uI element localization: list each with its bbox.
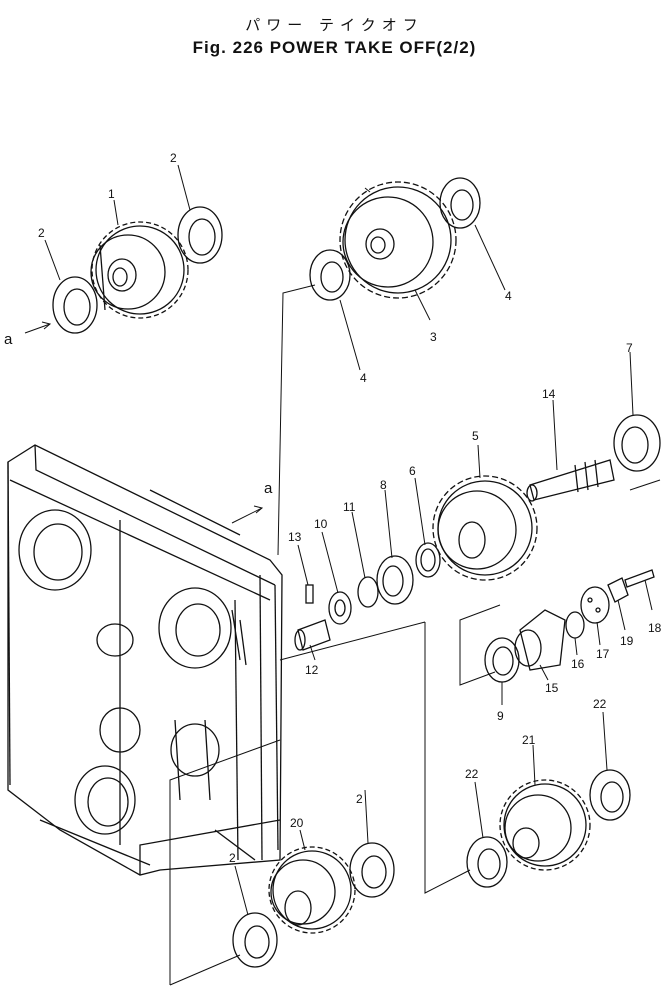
washer-part-11 — [357, 576, 379, 608]
callout-2-bottom-left: 2 — [229, 851, 236, 865]
callout-14: 14 — [542, 387, 556, 401]
bearing-part-8 — [376, 555, 414, 605]
callout-2-top: 2 — [170, 151, 177, 165]
callout-12: 12 — [305, 663, 319, 677]
callout-22-left: 22 — [465, 767, 479, 781]
assembly-lines — [24, 164, 661, 986]
gear-part-5 — [432, 475, 538, 581]
callout-3: 3 — [430, 330, 437, 344]
bearing-part-22-left — [466, 836, 508, 888]
callout-1: 1 — [108, 187, 115, 201]
callout-20: 20 — [290, 816, 304, 830]
bearing-part-2-top — [177, 206, 223, 264]
callout-7: 7 — [626, 341, 633, 355]
callout-11: 11 — [343, 500, 356, 514]
bearing-part-9 — [484, 637, 520, 683]
callout-5: 5 — [472, 429, 479, 443]
pin-part-13 — [305, 584, 314, 604]
view-arrow-label-a-left: a — [4, 331, 13, 348]
gear-part-21 — [499, 779, 591, 871]
lock-plate-part-19 — [607, 577, 629, 603]
callout-22-right: 22 — [593, 697, 607, 711]
view-arrow-label-a-housing: a — [264, 480, 273, 497]
callout-13: 13 — [288, 530, 302, 544]
figure-title: Fig. 226 POWER TAKE OFF(2/2) — [192, 38, 477, 57]
bearing-part-2-left — [52, 276, 98, 334]
callout-17: 17 — [596, 647, 610, 661]
ring-part-6 — [415, 542, 441, 578]
callout-4-left: 4 — [360, 371, 367, 385]
callout-19: 19 — [620, 634, 634, 648]
bearing-part-7 — [613, 414, 661, 472]
figure-subtitle: パワー テイクオフ — [245, 16, 424, 34]
bearing-part-4-top — [439, 177, 481, 229]
bearing-part-2-bottom-left — [232, 912, 278, 968]
callout-4-right: 4 — [505, 289, 512, 303]
oring-part-16 — [565, 611, 585, 639]
nut-part-10 — [328, 591, 352, 625]
bearing-part-4-left — [309, 249, 351, 301]
callout-2-left: 2 — [38, 226, 45, 240]
sleeve-part-12 — [294, 619, 331, 651]
callout-9: 9 — [497, 709, 504, 723]
gear-part-3 — [339, 181, 457, 299]
retainer-part-15 — [514, 609, 566, 671]
plate-part-17 — [580, 586, 610, 624]
callout-8: 8 — [380, 478, 387, 492]
callout-6: 6 — [409, 464, 416, 478]
callout-15: 15 — [545, 681, 559, 695]
bearing-part-22-right — [589, 769, 631, 821]
transmission-housing — [7, 444, 283, 876]
bearing-part-2-bottom-right — [349, 842, 395, 898]
callout-21: 21 — [522, 733, 536, 747]
shaft-part-14 — [526, 459, 615, 502]
gear-part-20 — [268, 846, 356, 934]
callout-18: 18 — [648, 621, 662, 635]
gear-part-1 — [90, 221, 189, 319]
callout-16: 16 — [571, 657, 585, 671]
bolt-part-18 — [624, 569, 655, 588]
callout-2-bottom-right: 2 — [356, 792, 363, 806]
callout-10: 10 — [314, 517, 328, 531]
